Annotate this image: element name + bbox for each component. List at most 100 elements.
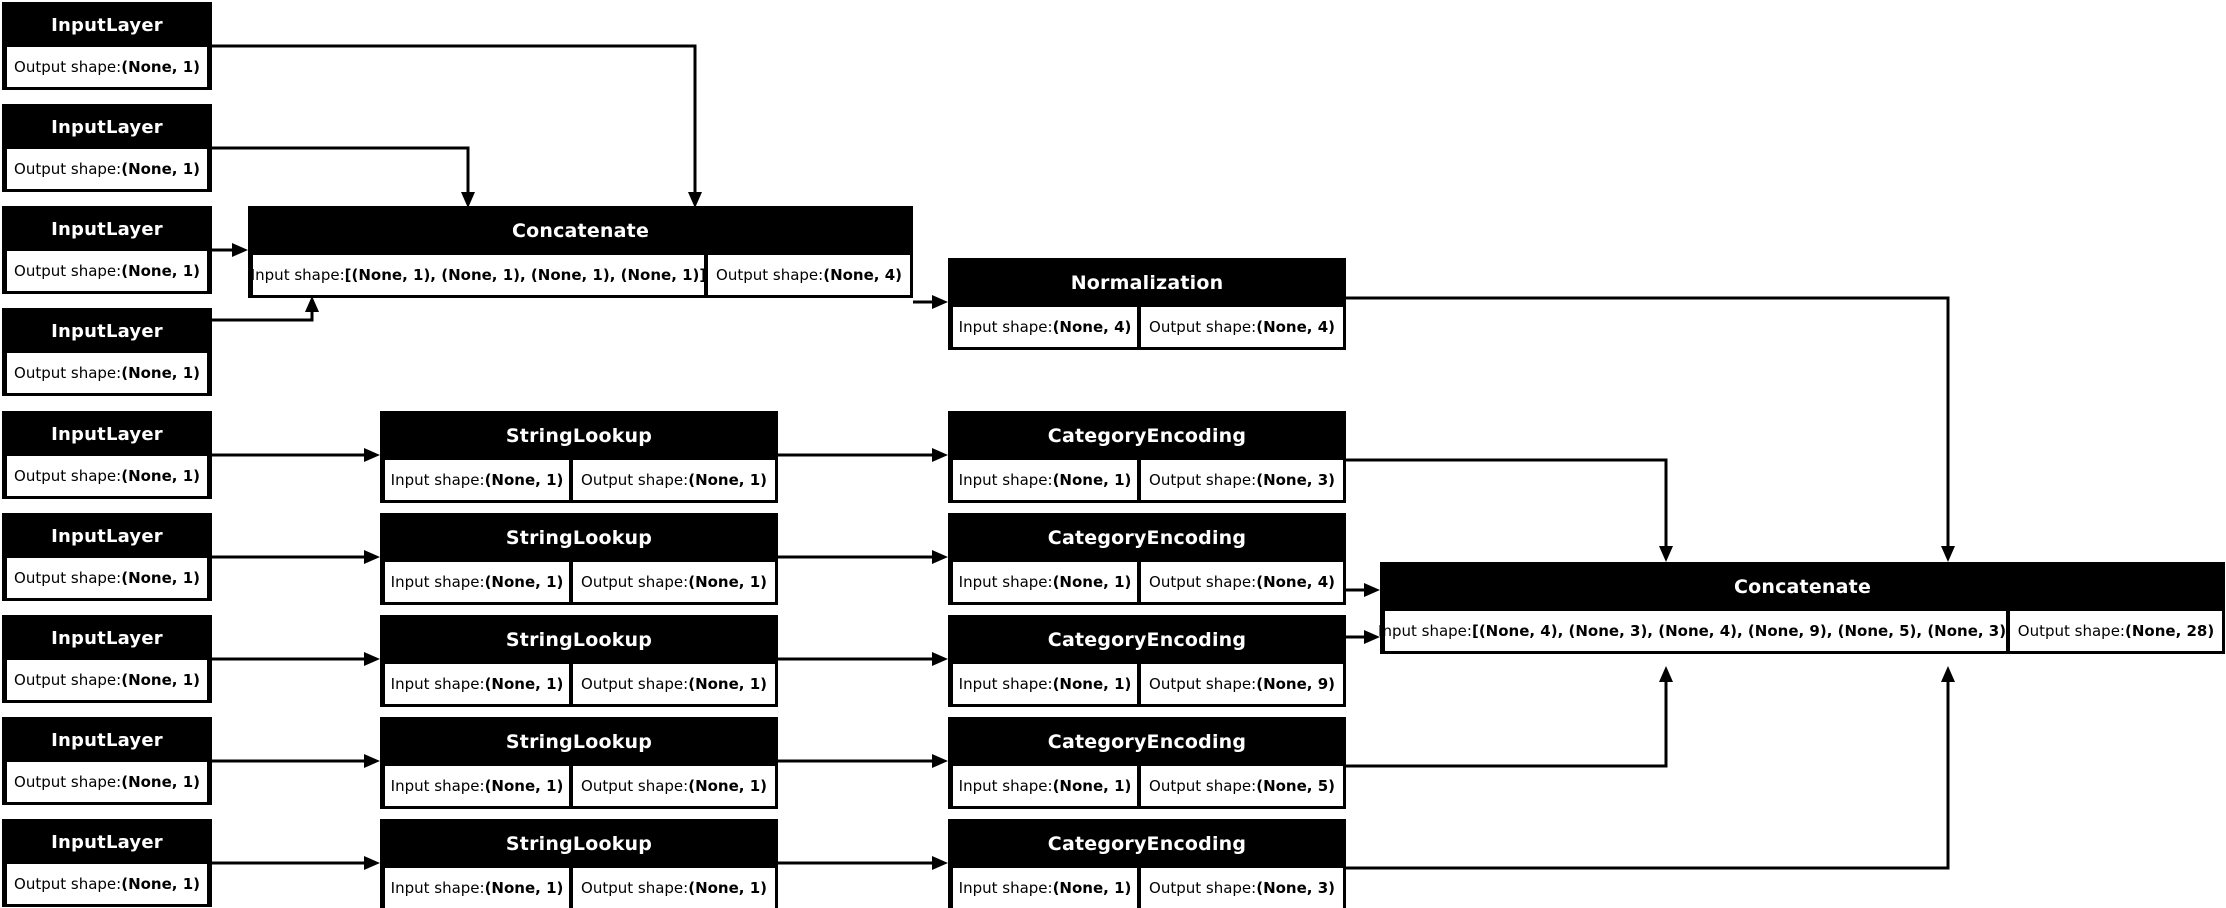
node-stringlookup-2[interactable]: StringLookup Input shape:(None, 1) Outpu… xyxy=(380,513,778,605)
output-shape-label: Output shape: xyxy=(581,471,689,489)
input-shape-value: (None, 4) xyxy=(1052,318,1132,336)
input-shape-value: (None, 1) xyxy=(1052,573,1132,591)
output-shape-value: (None, 4) xyxy=(1256,573,1335,591)
node-stringlookup-3[interactable]: StringLookup Input shape:(None, 1) Outpu… xyxy=(380,615,778,707)
edge-input2-to-concat xyxy=(212,146,475,208)
node-shape-row: Output shape:(None, 1) xyxy=(5,45,209,89)
output-shape-value: (None, 1) xyxy=(121,671,200,689)
output-shape-label: Output shape: xyxy=(581,879,689,897)
node-shape-row: Input shape:(None, 1) Output shape:(None… xyxy=(383,560,777,604)
node-inputlayer-4[interactable]: InputLayer Output shape:(None, 1) xyxy=(2,308,212,396)
output-shape-value: (None, 1) xyxy=(121,160,200,178)
input-shape-value: (None, 1) xyxy=(484,675,564,693)
output-shape-cell: Output shape:(None, 1) xyxy=(5,760,209,804)
node-shape-row: Input shape:(None, 1) Output shape:(None… xyxy=(383,764,777,808)
node-title: CategoryEncoding xyxy=(951,618,1343,662)
node-shape-row: Output shape:(None, 1) xyxy=(5,556,209,600)
node-title: InputLayer xyxy=(5,414,209,454)
output-shape-value: (None, 1) xyxy=(121,58,200,76)
input-shape-cell: Input shape:(None, 1) xyxy=(951,560,1139,604)
edge-categoryencoding2-to-concat-final xyxy=(1346,583,1380,597)
output-shape-cell: Output shape:(None, 1) xyxy=(5,862,209,906)
output-shape-value: (None, 1) xyxy=(688,879,767,897)
input-shape-value: (None, 1) xyxy=(484,573,564,591)
node-categoryencoding-3[interactable]: CategoryEncoding Input shape:(None, 1) O… xyxy=(948,615,1346,707)
input-shape-value: (None, 1) xyxy=(484,777,564,795)
node-categoryencoding-5[interactable]: CategoryEncoding Input shape:(None, 1) O… xyxy=(948,819,1346,908)
input-shape-cell: Input shape:(None, 1) xyxy=(951,866,1139,908)
node-title: InputLayer xyxy=(5,107,209,147)
node-shape-row: Output shape:(None, 1) xyxy=(5,351,209,395)
output-shape-value: (None, 4) xyxy=(823,266,902,284)
node-normalization[interactable]: Normalization Input shape:(None, 4) Outp… xyxy=(948,258,1346,350)
output-shape-value: (None, 1) xyxy=(688,777,767,795)
edge-stringlookup1-to-categoryencoding1 xyxy=(778,448,948,462)
input-shape-label: Input shape: xyxy=(958,573,1053,591)
node-concatenate-final[interactable]: Concatenate Input shape:[(None, 4), (Non… xyxy=(1378,562,2225,654)
output-shape-cell: Output shape:(None, 1) xyxy=(571,560,777,604)
node-shape-row: Input shape:(None, 1) Output shape:(None… xyxy=(951,866,1345,908)
edge-input3-to-concat xyxy=(212,243,248,257)
output-shape-value: (None, 3) xyxy=(1256,471,1335,489)
output-shape-value: (None, 4) xyxy=(1256,318,1335,336)
node-title: StringLookup xyxy=(383,618,775,662)
input-shape-value: (None, 1) xyxy=(1052,777,1132,795)
output-shape-label: Output shape: xyxy=(2017,622,2125,640)
input-shape-label: Input shape: xyxy=(958,471,1053,489)
input-shape-value: (None, 1) xyxy=(1052,675,1132,693)
node-inputlayer-3[interactable]: InputLayer Output shape:(None, 1) xyxy=(2,206,212,294)
node-stringlookup-5[interactable]: StringLookup Input shape: (None, 1) Outpu… xyxy=(380,819,778,908)
node-categoryencoding-4[interactable]: CategoryEncoding Input shape:(None, 1) O… xyxy=(948,717,1346,809)
edge-input5-to-stringlookup1 xyxy=(212,448,380,462)
output-shape-value: (None, 1) xyxy=(121,569,200,587)
edge-input1-to-concat xyxy=(212,44,702,208)
node-concatenate-numeric[interactable]: Concatenate Input shape:[(None, 1), (Non… xyxy=(248,206,913,298)
input-shape-value: [(None, 4), (None, 3), (None, 4), (None,… xyxy=(1471,622,2013,640)
node-inputlayer-2[interactable]: InputLayer Output shape:(None, 1) xyxy=(2,104,212,192)
edge-categoryencoding3-to-concat-final xyxy=(1346,630,1380,644)
node-categoryencoding-2[interactable]: CategoryEncoding Input shape:(None, 1) O… xyxy=(948,513,1346,605)
edge-normalization-to-concat-final xyxy=(1346,296,1955,562)
input-shape-value: (None, 1) xyxy=(1052,471,1132,489)
node-title: InputLayer xyxy=(5,516,209,556)
node-inputlayer-6[interactable]: InputLayer Output shape:(None, 1) xyxy=(2,513,212,601)
input-shape-cell: Input shape:(None, 1) xyxy=(383,662,571,706)
output-shape-label: Output shape: xyxy=(14,467,122,485)
node-title: StringLookup xyxy=(383,414,775,458)
node-shape-row: Input shape:[(None, 1), (None, 1), (None… xyxy=(251,253,912,297)
input-shape-label: Input shape: xyxy=(958,879,1053,897)
node-shape-row: Input shape:(None, 1) Output shape:(None… xyxy=(383,458,777,502)
input-shape-cell: Input shape:(None, 1) xyxy=(951,662,1139,706)
output-shape-value: (None, 9) xyxy=(1256,675,1335,693)
node-shape-row: Output shape:(None, 1) xyxy=(5,862,209,906)
node-inputlayer-8[interactable]: InputLayer Output shape:(None, 1) xyxy=(2,717,212,805)
output-shape-cell: Output shape:(None, 1) xyxy=(571,764,777,808)
output-shape-label: Output shape: xyxy=(581,675,689,693)
node-shape-row: Output shape:(None, 1) xyxy=(5,249,209,293)
output-shape-label: Output shape: xyxy=(14,569,122,587)
node-shape-row: Input shape:[(None, 4), (None, 3), (None… xyxy=(1378,609,2224,653)
output-shape-cell: Output shape:(None, 3) xyxy=(1139,866,1345,908)
node-shape-row: Input shape:(None, 4) Output shape:(None… xyxy=(951,305,1345,349)
node-stringlookup-4[interactable]: StringLookup Input shape:(None, 1) Outpu… xyxy=(380,717,778,809)
node-inputlayer-1[interactable]: InputLayer Output shape:(None, 1) xyxy=(2,2,212,90)
node-title: StringLookup xyxy=(383,822,775,866)
output-shape-cell: Output shape:(None, 1) xyxy=(5,454,209,498)
output-shape-label: Output shape: xyxy=(14,262,122,280)
edge-categoryencoding5-to-concat-final xyxy=(1346,666,1955,870)
node-categoryencoding-1[interactable]: CategoryEncoding Input shape:(None, 1) O… xyxy=(948,411,1346,503)
input-shape-label: Input shape: xyxy=(390,675,485,693)
output-shape-label: Output shape: xyxy=(14,875,122,893)
input-shape-cell: Input shape:(None, 1) xyxy=(383,458,571,502)
node-title: Concatenate xyxy=(1383,565,2222,609)
node-inputlayer-5[interactable]: InputLayer Output shape:(None, 1) xyxy=(2,411,212,499)
node-inputlayer-7[interactable]: InputLayer Output shape:(None, 1) xyxy=(2,615,212,703)
node-inputlayer-9[interactable]: InputLayer Output shape:(None, 1) xyxy=(2,819,212,907)
node-stringlookup-1[interactable]: StringLookup Input shape:(None, 1) Outpu… xyxy=(380,411,778,503)
output-shape-label: Output shape: xyxy=(14,773,122,791)
input-shape-label: Input shape: xyxy=(390,879,485,897)
output-shape-label: Output shape: xyxy=(581,777,689,795)
output-shape-value: (None, 1) xyxy=(688,675,767,693)
edge-categoryencoding1-to-concat-final xyxy=(1346,458,1673,562)
node-shape-row: Input shape:(None, 1) Output shape:(None… xyxy=(383,866,777,908)
